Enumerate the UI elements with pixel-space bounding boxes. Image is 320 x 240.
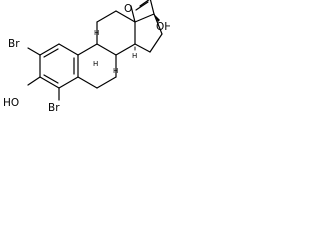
- ring-a: [39, 43, 79, 89]
- ring-d: [134, 13, 163, 53]
- h-label-c14: H: [132, 52, 137, 60]
- acetyl-group: [135, 0, 155, 15]
- methyl-group: [130, 5, 136, 23]
- oh-wedge-bond: [154, 14, 160, 22]
- chemical-structure-diagram: Br HO Br O OH H H H H: [3, 0, 170, 114]
- oxygen-carbonyl-label: O: [124, 3, 132, 15]
- ring-c: [96, 10, 136, 56]
- h-label-c8: H: [113, 67, 118, 75]
- ho-label: HO: [3, 97, 19, 109]
- h-label-c11: H: [94, 29, 99, 37]
- stereo-hash-bonds: [96, 35, 136, 67]
- h-label-c9: H: [93, 60, 98, 68]
- br-label-bottom: Br: [48, 102, 60, 114]
- ring-b: [77, 43, 117, 89]
- oh-label: OH: [156, 21, 170, 33]
- br-label-top: Br: [8, 38, 20, 50]
- substituent-bonds: [27, 47, 60, 101]
